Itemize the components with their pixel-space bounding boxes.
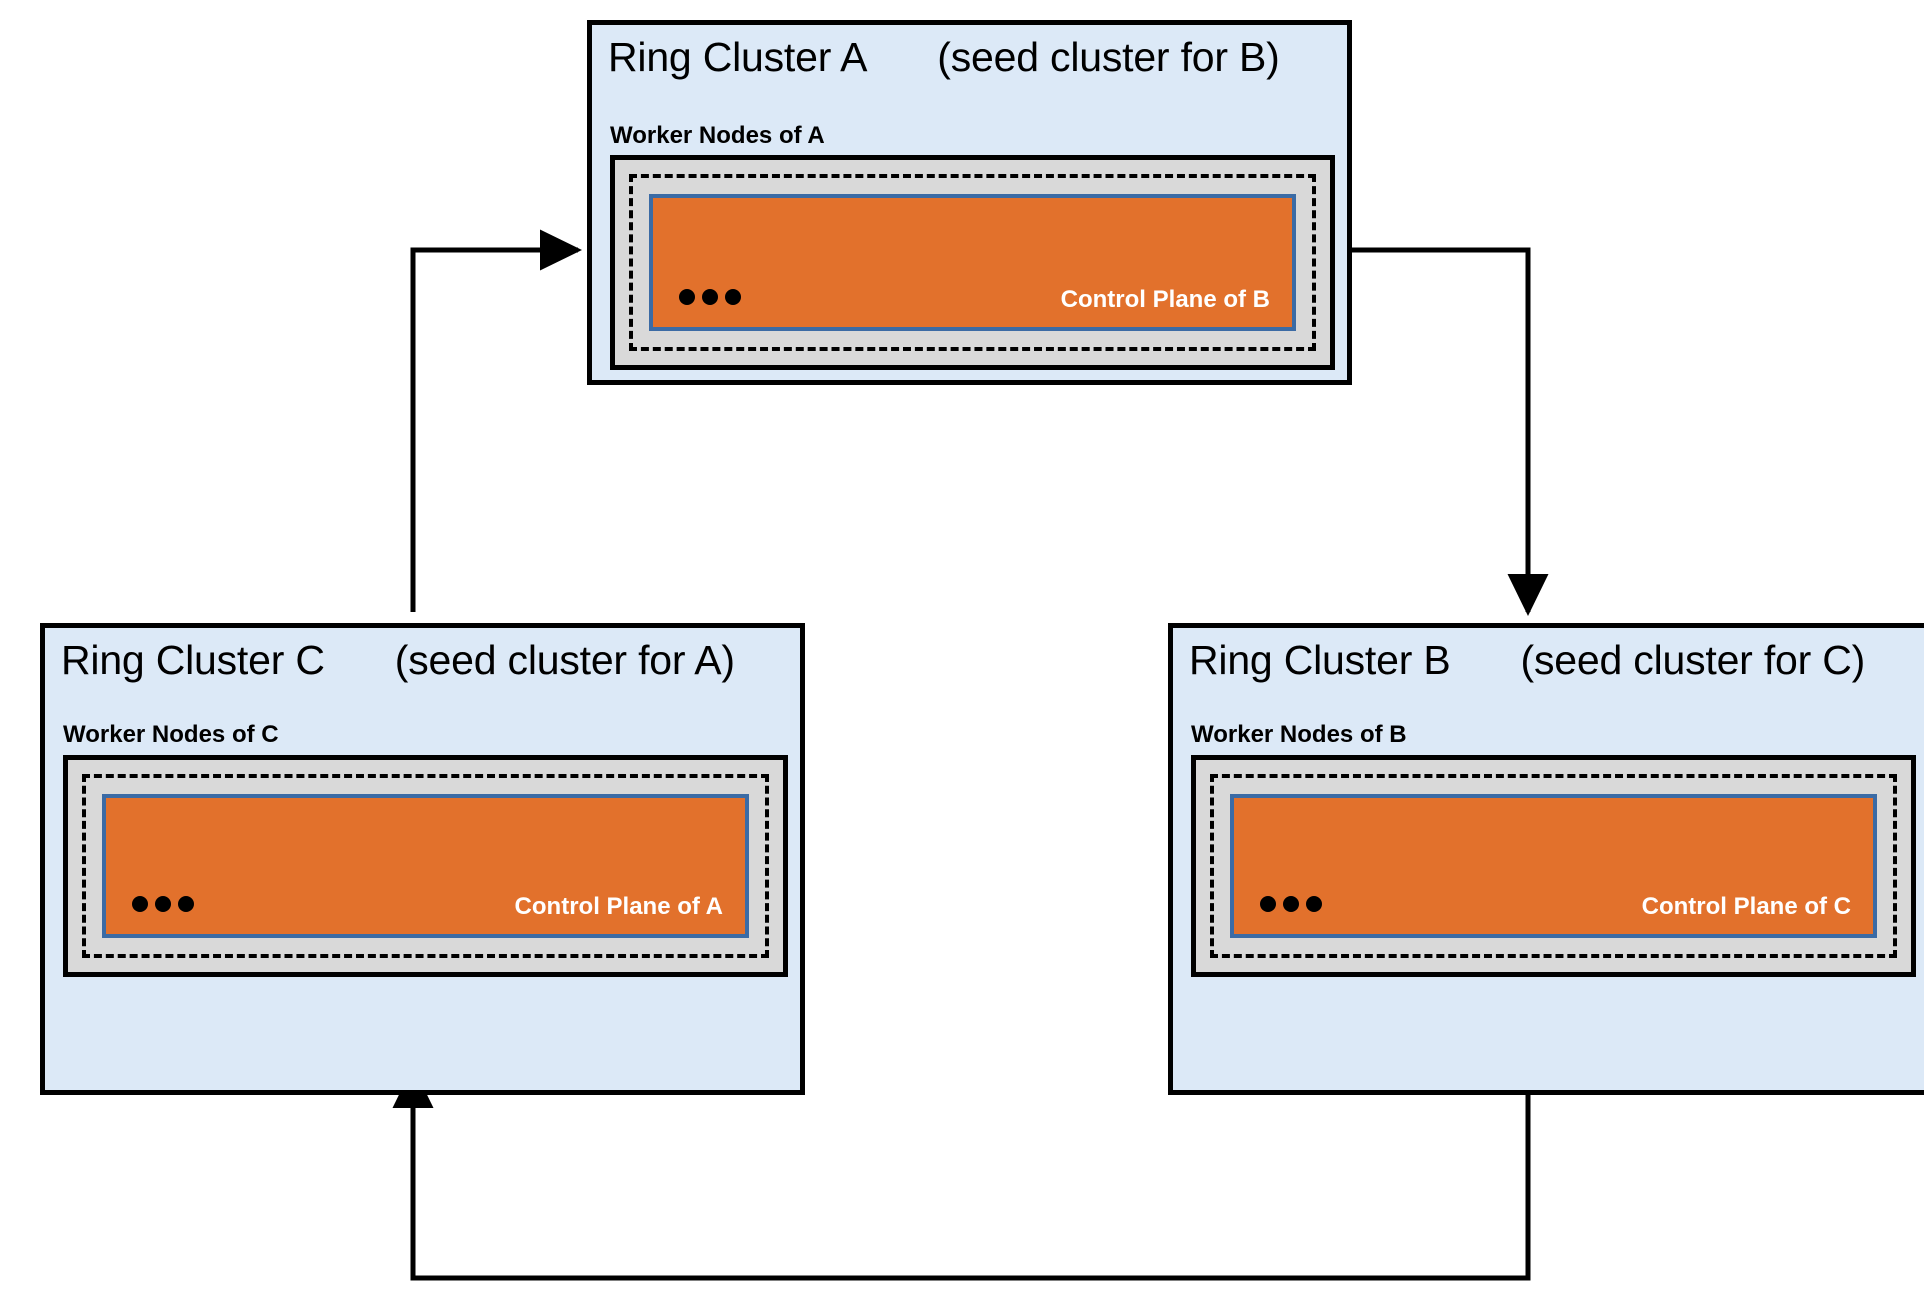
- control-plane-label-b: Control Plane of B: [1060, 286, 1270, 313]
- cluster-seed-note-a: (seed cluster for B): [937, 34, 1280, 80]
- control-plane-box-b[interactable]: Control Plane of B: [649, 194, 1296, 331]
- worker-nodes-box-b[interactable]: Control Plane of C: [1191, 755, 1916, 977]
- worker-nodes-label-a: Worker Nodes of A: [610, 122, 825, 149]
- control-plane-label-a: Control Plane of A: [514, 893, 723, 920]
- ellipsis-dots-c: [132, 896, 194, 912]
- cluster-box-b[interactable]: Ring Cluster B (seed cluster for C) Worke…: [1168, 623, 1924, 1095]
- arrow-b-to-c: [392, 1063, 1531, 1281]
- ellipsis-dots-a: [679, 289, 741, 305]
- cluster-title-a: Ring Cluster A (seed cluster for B): [608, 33, 1280, 81]
- control-plane-box-c[interactable]: Control Plane of C: [1230, 794, 1877, 938]
- worker-nodes-box-a[interactable]: Control Plane of B: [610, 155, 1335, 370]
- cluster-title-b: Ring Cluster B (seed cluster for C): [1189, 636, 1865, 684]
- cluster-name-c: Ring Cluster C: [61, 637, 325, 683]
- cluster-title-c: Ring Cluster C (seed cluster for A): [61, 636, 735, 684]
- worker-nodes-box-c[interactable]: Control Plane of A: [63, 755, 788, 977]
- cluster-box-a[interactable]: Ring Cluster A (seed cluster for B) Worke…: [587, 20, 1352, 385]
- arrow-c-to-a: [410, 229, 583, 612]
- cluster-seed-note-c: (seed cluster for A): [394, 637, 735, 683]
- arrow-a-to-b: [1352, 247, 1549, 617]
- worker-nodes-label-b: Worker Nodes of B: [1191, 721, 1407, 748]
- node-group-dashed-c: Control Plane of A: [82, 774, 769, 958]
- cluster-name-a: Ring Cluster A: [608, 34, 868, 80]
- cluster-name-b: Ring Cluster B: [1189, 637, 1451, 683]
- ellipsis-dots-b: [1260, 896, 1322, 912]
- cluster-box-c[interactable]: Ring Cluster C (seed cluster for A) Worke…: [40, 623, 805, 1095]
- node-group-dashed-b: Control Plane of C: [1210, 774, 1897, 958]
- worker-nodes-label-c: Worker Nodes of C: [63, 721, 279, 748]
- control-plane-label-c: Control Plane of C: [1641, 893, 1851, 920]
- control-plane-box-a[interactable]: Control Plane of A: [102, 794, 749, 938]
- node-group-dashed-a: Control Plane of B: [629, 174, 1316, 351]
- cluster-seed-note-b: (seed cluster for C): [1520, 637, 1866, 683]
